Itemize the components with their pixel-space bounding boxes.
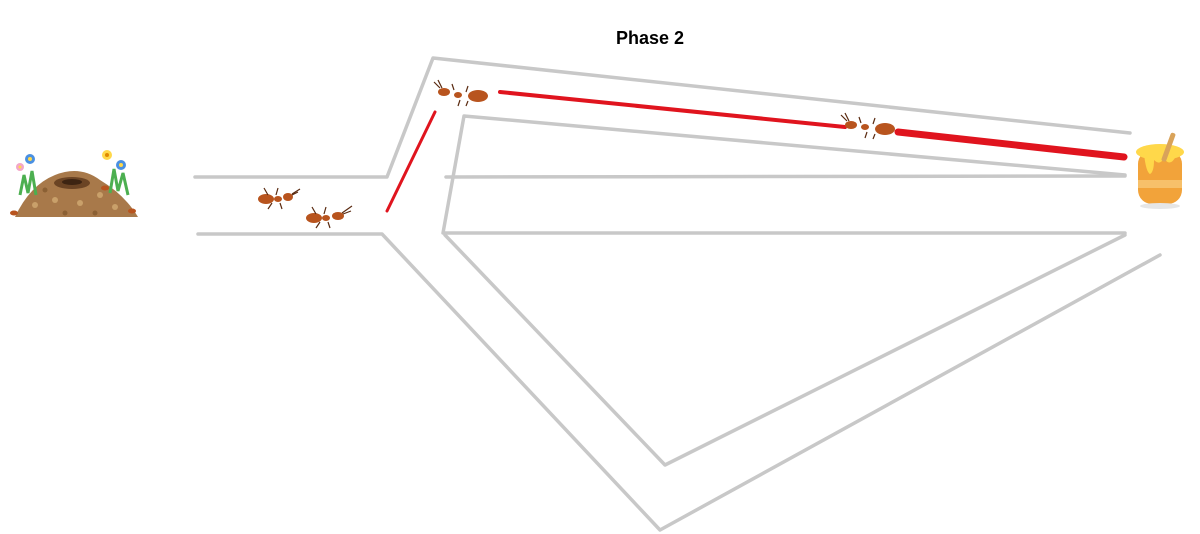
ant-hill-icon <box>10 150 138 217</box>
road-network <box>193 56 1162 532</box>
honey-pot-icon <box>1136 132 1184 209</box>
ant-icon <box>258 187 301 210</box>
road-upper-inner <box>441 114 1127 235</box>
pheromone-segment-3 <box>894 128 1128 161</box>
road-entrance-top <box>193 56 1132 179</box>
road-entrance-bottom <box>196 232 1162 532</box>
pheromone-segment-2 <box>498 90 847 129</box>
ant-icon <box>306 205 353 229</box>
pheromone-trail <box>385 90 1128 213</box>
ant-icon <box>433 79 488 107</box>
pheromone-segment-1 <box>385 110 437 213</box>
road-middle-top <box>444 174 1127 179</box>
ant-icon <box>840 112 895 140</box>
road-lower-inner <box>443 233 1127 467</box>
diagram-title: Phase 2 <box>615 28 685 48</box>
